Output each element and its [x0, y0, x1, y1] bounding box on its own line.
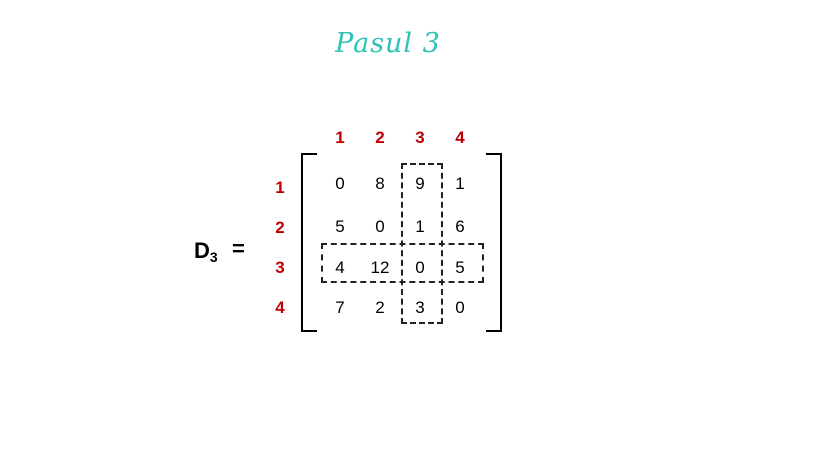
cell-4-3: 3 [415, 298, 425, 317]
cell-3-4: 5 [455, 258, 465, 277]
cell-2-4: 6 [455, 217, 465, 236]
row-label-3: 3 [275, 258, 285, 277]
column-label-4: 4 [455, 128, 465, 147]
row-label-1: 1 [275, 178, 285, 197]
cell-1-4: 1 [455, 174, 465, 193]
matrix-name-letter: D [194, 238, 210, 263]
step-title: Pasul 3 [335, 28, 441, 59]
cell-2-1: 5 [335, 217, 345, 236]
column-label-2: 2 [375, 128, 385, 147]
cell-3-3: 0 [415, 258, 425, 277]
cell-1-1: 0 [335, 174, 345, 193]
right-bracket [486, 153, 502, 332]
cell-2-2: 0 [375, 217, 385, 236]
cell-3-2: 12 [370, 258, 390, 277]
equals-sign: = [232, 236, 245, 261]
row-label-4: 4 [275, 298, 285, 317]
cell-1-2: 8 [375, 174, 385, 193]
highlight-row-3 [321, 243, 484, 283]
column-label-3: 3 [415, 128, 425, 147]
cell-4-2: 2 [375, 298, 385, 317]
matrix-subscript: 3 [209, 249, 218, 265]
cell-1-3: 9 [415, 174, 425, 193]
cell-3-1: 4 [335, 258, 345, 277]
row-label-2: 2 [275, 218, 285, 237]
matrix-name: D3 [194, 238, 218, 265]
left-bracket [301, 153, 317, 332]
column-label-1: 1 [335, 128, 345, 147]
cell-4-1: 7 [335, 298, 345, 317]
cell-4-4: 0 [455, 298, 465, 317]
cell-2-3: 1 [415, 217, 425, 236]
